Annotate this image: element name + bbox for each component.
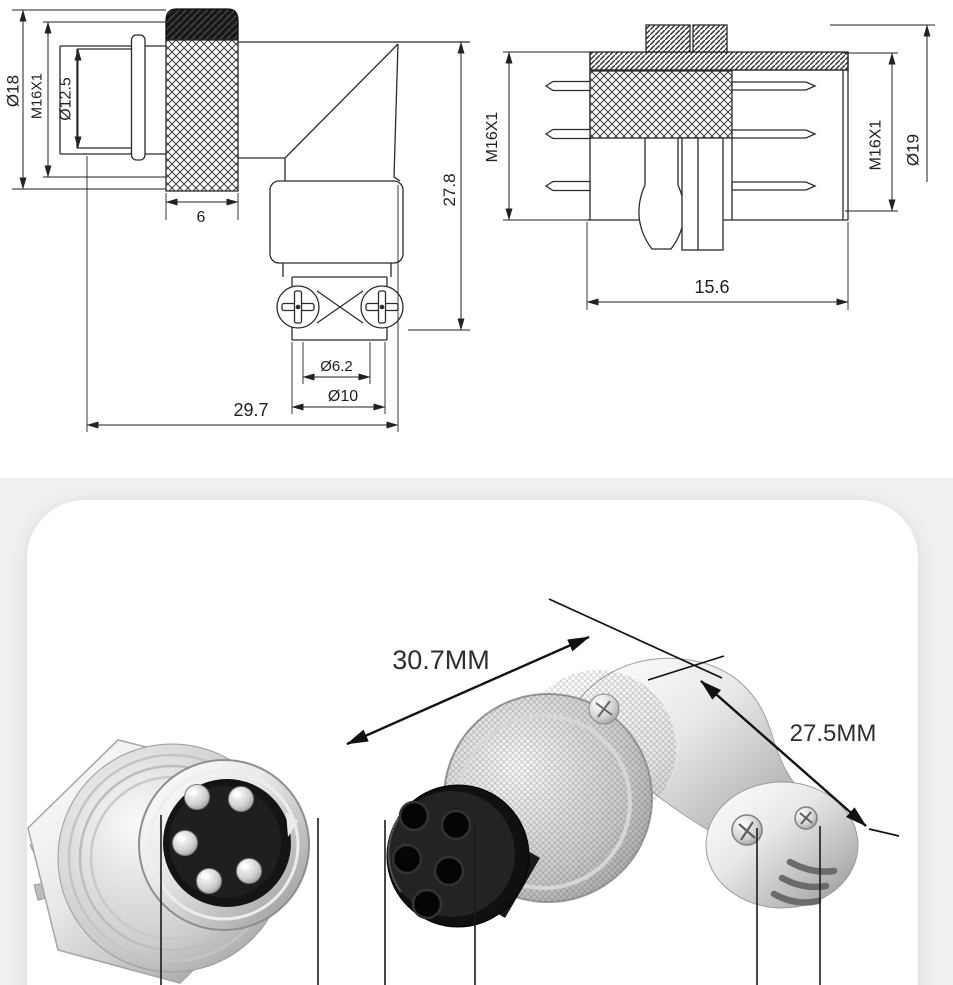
socket-holes	[391, 800, 472, 920]
dim-length-label: 30.7MM	[392, 645, 490, 675]
clamp-grip-slots	[770, 858, 838, 906]
cable-clamp	[705, 781, 859, 909]
witness-line-2	[647, 655, 725, 681]
dim-body-length-label: 15.6	[694, 277, 729, 297]
clamp-screw-left	[276, 285, 320, 329]
dim-dia12-5: Ø12.5	[58, 48, 82, 149]
clamp-bowtie	[316, 290, 364, 324]
pins-front	[544, 80, 591, 192]
hex-nut-fill	[638, 185, 685, 249]
knurl-cap	[165, 8, 239, 41]
elbow-outline	[238, 43, 401, 182]
key-tab-1	[645, 24, 691, 53]
drawing-right-angle-connector: Ø18 M16X1 Ø12.5 6 27.8 Ø6.2	[4, 8, 470, 432]
washer-stack	[681, 137, 724, 251]
dim-dia19-label: Ø19	[904, 134, 923, 166]
rim-highlight	[148, 769, 300, 921]
top-screw	[588, 693, 620, 725]
technical-drawings: Ø18 M16X1 Ø12.5 6 27.8 Ø6.2	[4, 8, 935, 432]
dim-cable-dia: Ø6.2	[302, 342, 371, 384]
clamp-neck	[282, 263, 392, 277]
dim-cable-dia-label: Ø6.2	[320, 358, 353, 375]
photo-dimensions: 30.7MM 27.5MM	[346, 598, 900, 837]
key-tab-2	[692, 24, 728, 53]
dim-thread-m16: M16X1	[30, 21, 166, 178]
flange	[130, 34, 146, 161]
dim-thread-rear-label: M16X1	[868, 120, 885, 171]
dim-dia12-5-label: Ø12.5	[58, 77, 75, 121]
callout-lines	[160, 815, 821, 985]
dim-body-length: 15.6	[586, 222, 849, 310]
male-pins	[172, 784, 262, 894]
dim-height-label: 27.8	[440, 173, 459, 206]
dim-arrow-depth	[700, 680, 867, 827]
photo-male-connector	[27, 739, 310, 984]
product-photos: 30.7MM 27.5MM	[0, 478, 953, 985]
dim-clamp-dia: Ø10	[291, 342, 386, 414]
dim-thread-label: M16X1	[30, 73, 46, 119]
dim-arrow-length	[346, 635, 590, 746]
coupling-knurl	[589, 70, 733, 139]
socket-edge-highlight	[387, 817, 402, 893]
dim-overall-length-label: 29.7	[233, 400, 268, 420]
dim-overall-length: 29.7	[86, 156, 399, 432]
dim-thread-front-label: M16X1	[484, 112, 501, 163]
dim-height-27-8: 27.8	[408, 41, 470, 331]
nose-outline	[59, 45, 133, 155]
dim-depth-label: 27.5MM	[790, 720, 877, 747]
dim-knurl-width: 6	[165, 193, 239, 226]
neck-section	[145, 45, 166, 155]
knurl-ring	[165, 39, 239, 192]
dim-dia18: Ø18	[4, 9, 166, 190]
photo-right-angle-connector	[386, 657, 859, 928]
dim-knurl-width-label: 6	[197, 209, 206, 226]
witness-line-1	[548, 598, 723, 679]
dim-thread-front: M16X1	[484, 51, 590, 221]
clamp-screw-small	[794, 806, 818, 830]
nose-bore	[76, 48, 133, 149]
dim-arrow-depth-tail	[868, 828, 900, 837]
lower-cylinder	[269, 180, 404, 264]
dim-clamp-dia-label: Ø10	[328, 388, 358, 405]
dim-dia18-label: Ø18	[4, 75, 23, 107]
dim-thread-rear: M16X1	[843, 52, 898, 212]
thread-band	[589, 51, 849, 71]
clamp-screw-right	[360, 285, 404, 329]
keyway-notch	[286, 812, 298, 837]
drawing-straight-plug: M16X1 15.6 M16X1 Ø19	[484, 24, 935, 310]
dim-dia19: Ø19	[830, 24, 935, 182]
pins-rear	[731, 81, 817, 191]
